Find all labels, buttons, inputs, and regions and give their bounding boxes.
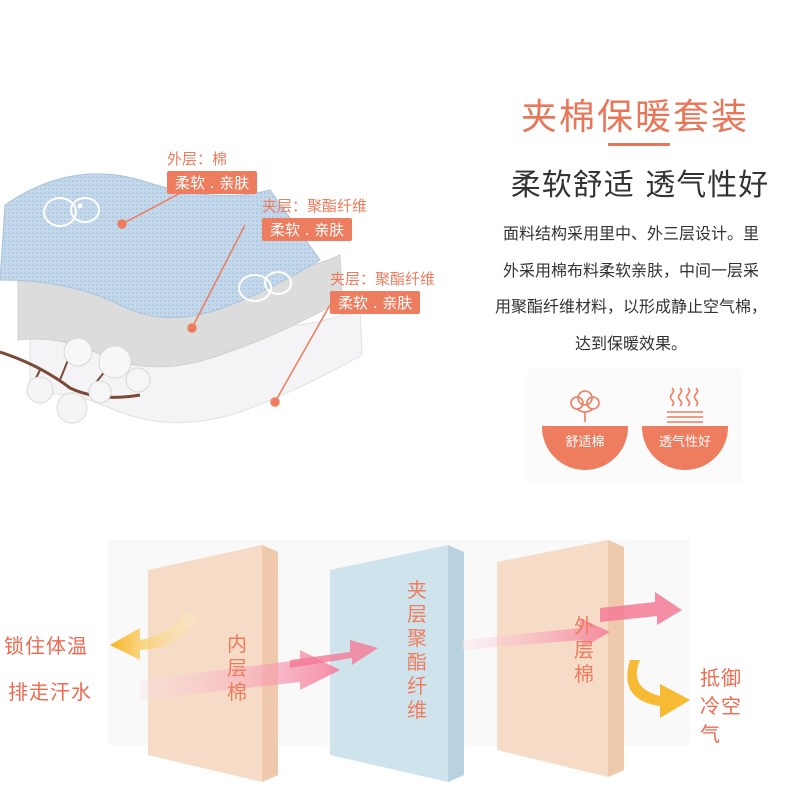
description: 面料结构采用里中、外三层设计。里 外采用棉布料柔软亲肤，中间一层采 用聚酯纤维材… <box>462 216 800 362</box>
feature-label: 舒适棉 <box>542 426 628 470</box>
features-card: 舒适棉 透气性好 <box>530 370 740 482</box>
callout-outer-layer: 外层：棉 柔软 . 亲肤 <box>167 148 258 194</box>
layer-tag: 柔软 . 亲肤 <box>167 171 258 194</box>
feature-comfort-cotton: 舒适棉 <box>542 370 628 482</box>
breathable-waves-icon <box>667 387 703 423</box>
sweat-arrow-icon <box>600 592 682 625</box>
feature-label: 透气性好 <box>642 426 728 470</box>
fabric-layers-svg <box>0 173 363 424</box>
description-line: 用聚酯纤维材料，以形成静止空气棉， <box>494 297 767 316</box>
insulation-diagram: 锁住体温 排走汗水 抵御冷空气 内层棉 夹层聚酯纤维 外层棉 <box>0 500 800 800</box>
title-underline <box>608 143 670 146</box>
insulation-diagram-svg <box>108 540 690 782</box>
layer-label: 外层：棉 <box>167 150 228 168</box>
panel-label: 外层棉 <box>574 614 594 686</box>
sweat-arrow-icon <box>290 640 378 668</box>
page-title: 夹棉保暖套装 <box>520 97 749 138</box>
cotton-icon <box>570 390 600 422</box>
retain-heat-arrow-icon <box>110 612 198 660</box>
feature-breathable: 透气性好 <box>642 370 728 482</box>
callout-middle-layer: 夹层：聚酯纤维 柔软 . 亲肤 <box>262 195 367 241</box>
fabric-layers-illustration: 外层：棉 柔软 . 亲肤 夹层：聚酯纤维 柔软 . 亲肤 夹层：聚酯纤维 柔软 … <box>0 140 480 450</box>
panel-label: 夹层聚酯纤维 <box>407 578 427 722</box>
block-cold-arrow-icon <box>627 660 690 718</box>
inner-cotton-panel <box>148 545 278 782</box>
cotton-branch-icon <box>0 337 151 424</box>
layer-label: 夹层：聚酯纤维 <box>330 270 436 288</box>
page-subtitle: 柔软舒适 透气性好 <box>510 168 770 203</box>
panel-label: 内层棉 <box>227 632 247 704</box>
layer-label: 夹层：聚酯纤维 <box>262 197 368 215</box>
block-cold-label: 抵御冷空气 <box>700 666 742 746</box>
description-line: 外采用棉布料柔软亲肤，中间一层采 <box>502 260 759 280</box>
layer-tag: 柔软 . 亲肤 <box>330 291 421 314</box>
chick-embroidery-icon <box>238 271 292 302</box>
layer-tag: 柔软 . 亲肤 <box>262 218 353 241</box>
description-line: 面料结构采用里中、外三层设计。里 <box>502 224 759 243</box>
description-line: 达到保暖效果。 <box>574 333 687 353</box>
retain-heat-label: 锁住体温 <box>4 634 88 658</box>
wick-sweat-label: 排走汗水 <box>8 680 92 704</box>
sweat-arrow-icon <box>462 618 610 650</box>
callout-inner-layer: 夹层：聚酯纤维 柔软 . 亲肤 <box>330 268 435 314</box>
chick-embroidery-icon <box>43 197 100 227</box>
outer-cotton-panel <box>497 540 624 777</box>
polyester-panel <box>330 545 464 782</box>
